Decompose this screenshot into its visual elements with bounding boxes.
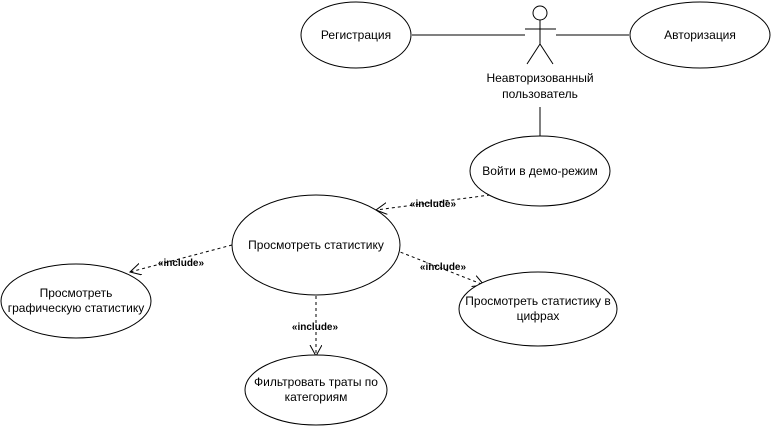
use-case-view-stats: Просмотреть статистику — [231, 194, 401, 296]
include-label-filter: «include» — [292, 322, 339, 333]
actor-icon — [525, 5, 556, 65]
use-case-authorization-label: Авторизация — [664, 28, 736, 42]
actor-name-line2: пользователь — [502, 87, 578, 101]
use-case-demo-mode-label: Войти в демо-режим — [482, 164, 597, 178]
use-case-registration-label: Регистрация — [321, 28, 391, 42]
use-case-registration: Регистрация — [300, 1, 412, 69]
use-case-view-graphic-label-line2: графическую статистику — [8, 301, 145, 315]
use-case-filter-label-line2: категориям — [285, 390, 348, 404]
use-case-filter-label-line1: Фильтровать траты по — [254, 375, 378, 389]
use-case-view-numbers-label-line2: цифрах — [517, 309, 560, 323]
use-case-view-numbers: Просмотреть статистику в цифрах — [458, 271, 618, 347]
use-case-filter: Фильтровать траты по категориям — [244, 354, 388, 426]
use-case-demo-mode: Войти в демо-режим — [469, 135, 611, 207]
include-label-numbers: «include» — [420, 262, 467, 273]
actor-name-line1: Неавторизованный — [486, 71, 593, 85]
include-arrow-demo-to-stats — [376, 194, 491, 210]
include-label-demo: «include» — [410, 199, 457, 210]
include-label-graphic: «include» — [158, 258, 205, 269]
use-case-authorization: Авторизация — [629, 1, 771, 69]
use-case-view-graphic: Просмотреть графическую статистику — [0, 263, 152, 339]
use-case-view-stats-label: Просмотреть статистику — [248, 238, 384, 252]
use-case-view-numbers-label-line1: Просмотреть статистику в — [465, 294, 610, 308]
include-arrow-stats-to-numbers — [394, 249, 484, 285]
use-case-view-graphic-label-line1: Просмотреть — [40, 286, 113, 300]
